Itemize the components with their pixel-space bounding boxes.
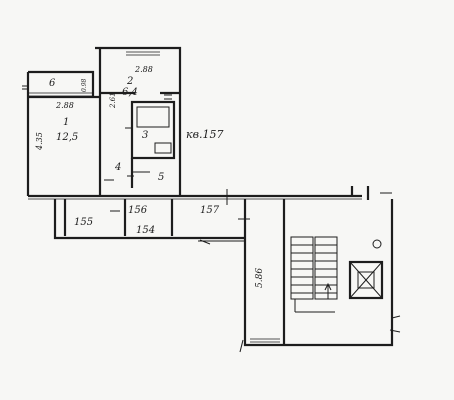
room-1-height: 4.35 bbox=[35, 132, 44, 151]
room-2-area: 6,4 bbox=[122, 87, 138, 98]
apartment-157-label: 157 bbox=[200, 205, 220, 216]
room-2-width: 2.88 bbox=[134, 65, 153, 74]
room-4-number: 4 bbox=[114, 162, 121, 173]
room-2-height: 2.61 bbox=[109, 92, 117, 109]
stair-height: 5.86 bbox=[255, 268, 265, 288]
room-6-dimension: 0.98 bbox=[81, 78, 88, 92]
apartment-label: кв.157 bbox=[186, 128, 223, 141]
room-1-width: 2.88 bbox=[55, 101, 74, 110]
room-3-number: 3 bbox=[142, 130, 148, 141]
stair-block-walls bbox=[239, 199, 401, 353]
stair-flights bbox=[290, 236, 338, 313]
room-2-number: 2 bbox=[126, 76, 133, 87]
plan-labels: 6 0.98 2.88 1 12,5 4.35 2.88 2 6,4 2.61 … bbox=[35, 65, 265, 288]
room-6-number: 6 bbox=[49, 78, 56, 89]
riser-symbol bbox=[372, 239, 382, 249]
apartment-154-label: 154 bbox=[136, 225, 155, 236]
room-1-number: 1 bbox=[63, 117, 69, 128]
room-5-number: 5 bbox=[158, 172, 164, 183]
apartment-156-label: 156 bbox=[128, 205, 148, 216]
gallery-walls bbox=[28, 186, 392, 245]
apartment-155-label: 155 bbox=[74, 217, 93, 228]
room-1-area: 12,5 bbox=[56, 132, 78, 143]
elevator-shaft bbox=[348, 260, 384, 300]
upper-block-walls bbox=[22, 46, 182, 196]
